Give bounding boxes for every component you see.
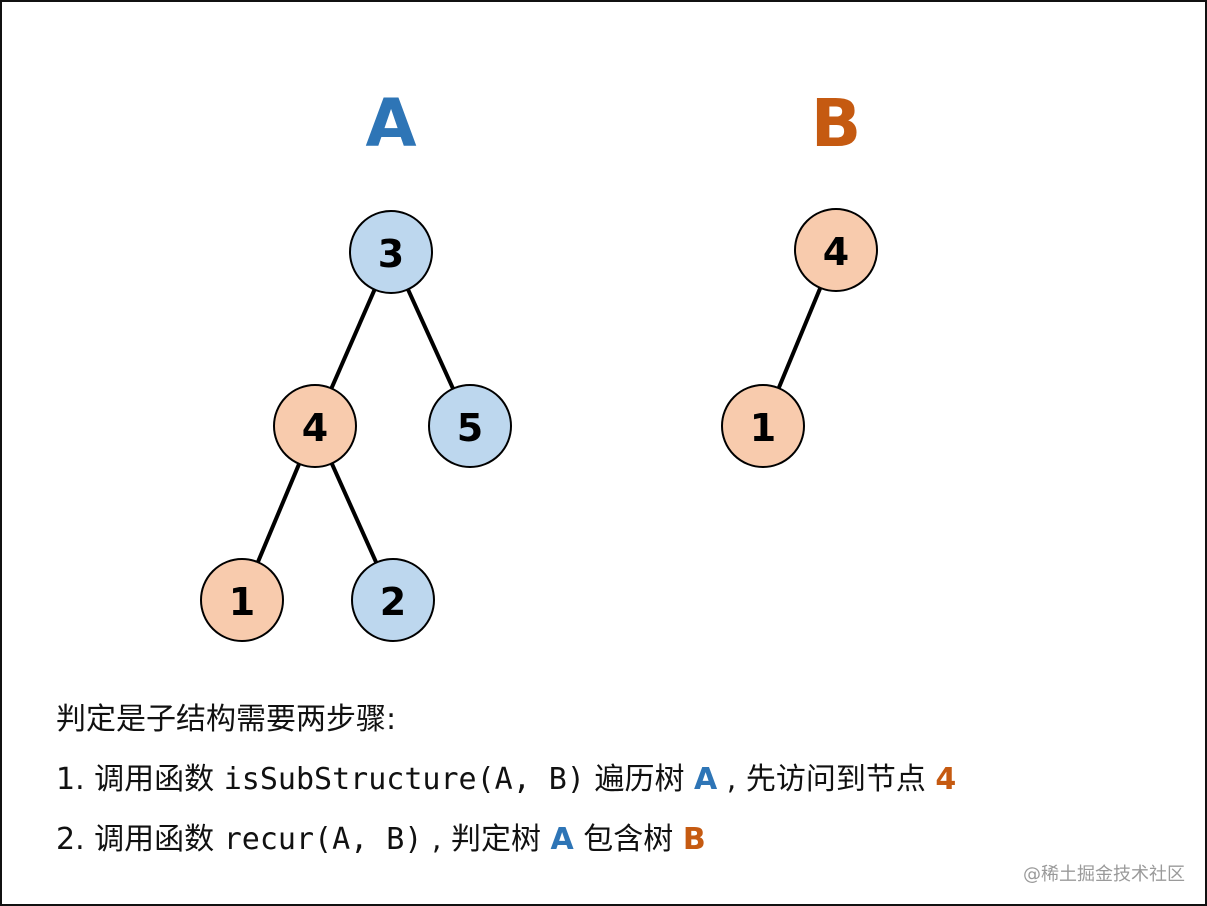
step-1-tree-a: A — [694, 762, 718, 797]
node-label-a4: 4 — [302, 406, 328, 450]
node-circle-a2 — [351, 558, 435, 642]
node-label-a2: 2 — [380, 580, 406, 624]
node-label-a5: 5 — [457, 406, 483, 450]
node-circle-b4 — [794, 208, 878, 292]
node-label-a3: 3 — [378, 232, 404, 276]
step-2-tree-a: A — [550, 822, 574, 857]
step-2-tree-b: B — [682, 822, 706, 857]
node-circle-a5 — [428, 384, 512, 468]
tree-node-a3: 3 — [349, 210, 433, 294]
node-label-b4: 4 — [823, 230, 849, 274]
node-circle-a3 — [349, 210, 433, 294]
edge-b4-b1 — [776, 287, 823, 389]
step-2-code: recur(A, B) — [223, 822, 423, 857]
node-circle-b1 — [721, 384, 805, 468]
tree-node-a1: 1 — [200, 558, 284, 642]
step-1-middle: 遍历树 — [584, 762, 695, 797]
step-1-prefix: 1. 调用函数 — [56, 762, 224, 797]
heading-text: 判定是子结构需要两步骤: — [56, 702, 397, 737]
tree-b-title: B — [810, 85, 862, 162]
step-2-line: 2. 调用函数 recur(A, B) , 判定树 A 包含树 B — [56, 820, 706, 860]
step-1-line: 1. 调用函数 isSubStructure(A, B) 遍历树 A , 先访问… — [56, 760, 956, 800]
edges-layer — [256, 287, 823, 564]
node-label-b1: 1 — [750, 406, 776, 450]
node-circle-a4 — [273, 384, 357, 468]
tree-node-a5: 5 — [428, 384, 512, 468]
watermark: @稀土掘金技术社区 — [1023, 864, 1185, 885]
tree-node-a2: 2 — [351, 558, 435, 642]
node-label-a1: 1 — [229, 580, 255, 624]
nodes-layer: 3 4 5 1 2 4 1 — [200, 208, 878, 642]
step-1-node: 4 — [935, 762, 957, 797]
tree-node-b1: 1 — [721, 384, 805, 468]
node-circle-a1 — [200, 558, 284, 642]
tree-a-title: A — [365, 85, 417, 162]
tree-node-a4: 4 — [273, 384, 357, 468]
step-2-prefix: 2. 调用函数 — [56, 822, 224, 857]
step-2-after-a: 包含树 — [573, 822, 683, 857]
edge-a4-a2 — [329, 462, 379, 564]
step-1-after-a: , 先访问到节点 — [717, 762, 936, 797]
step-2-middle: , 判定树 — [422, 822, 551, 857]
step-1-code: isSubStructure(A, B) — [223, 762, 585, 797]
edge-a3-a4 — [329, 288, 377, 390]
edge-a4-a1 — [256, 463, 301, 563]
edge-a3-a5 — [406, 288, 455, 390]
tree-node-b4: 4 — [794, 208, 878, 292]
